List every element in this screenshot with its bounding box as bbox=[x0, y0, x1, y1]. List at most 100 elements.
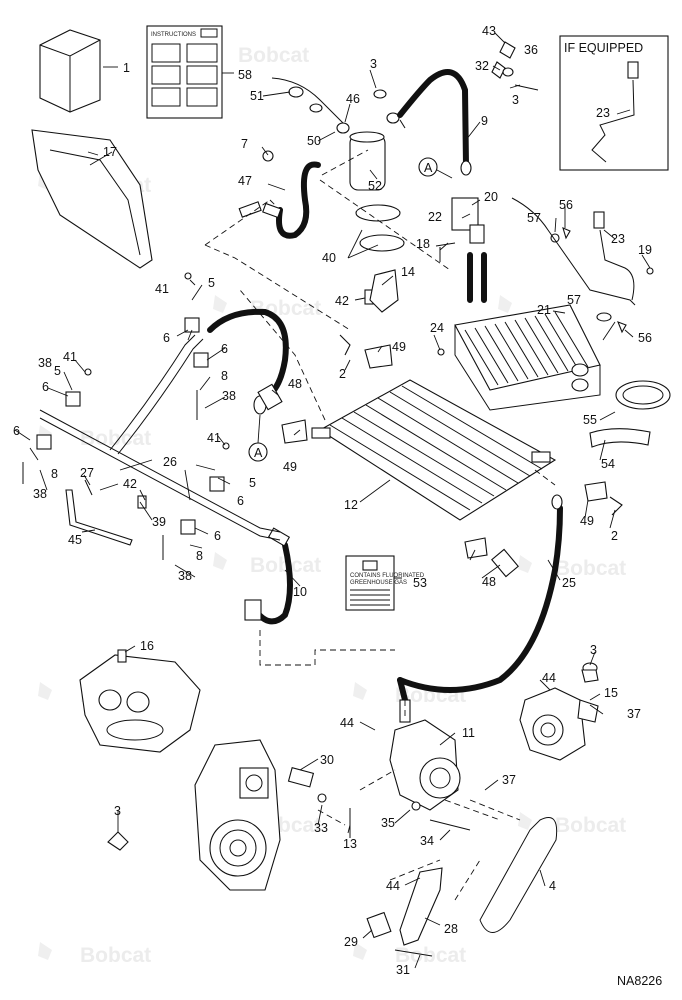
callout-34: 34 bbox=[420, 834, 434, 848]
watermark: Bobcat bbox=[555, 814, 626, 837]
callout-numbers: 1 58 3 51 46 43 36 32 3 9 7 50 52 47 17 … bbox=[13, 24, 652, 977]
callout-23: 23 bbox=[611, 232, 625, 246]
connection-markers: A A bbox=[248, 157, 453, 462]
callout-22: 22 bbox=[428, 210, 442, 224]
callout-3c: 3 bbox=[590, 643, 597, 657]
watermark: Bobcat bbox=[80, 944, 151, 967]
part-4-belt bbox=[479, 817, 558, 933]
callout-6b: 6 bbox=[221, 342, 228, 356]
callout-8b: 8 bbox=[51, 467, 58, 481]
callout-37b: 37 bbox=[502, 773, 516, 787]
callout-11: 11 bbox=[462, 726, 475, 740]
callout-44: 44 bbox=[542, 671, 556, 685]
callout-6e: 6 bbox=[237, 494, 244, 508]
callout-3: 3 bbox=[370, 57, 377, 71]
callout-49: 49 bbox=[392, 340, 406, 354]
callout-44c: 44 bbox=[386, 879, 400, 893]
callout-25: 25 bbox=[562, 576, 576, 590]
part-12-condenser bbox=[311, 379, 557, 521]
routing-dashed-lines bbox=[204, 149, 556, 901]
part-57-56 bbox=[511, 197, 636, 334]
part-21-evaporator bbox=[454, 252, 601, 411]
callout-38: 38 bbox=[222, 389, 236, 403]
callout-18: 18 bbox=[416, 237, 430, 251]
callout-6f: 6 bbox=[214, 529, 221, 543]
callout-15: 15 bbox=[604, 686, 618, 700]
callout-56: 56 bbox=[559, 198, 573, 212]
callout-8c: 8 bbox=[196, 549, 203, 563]
callout-9: 9 bbox=[481, 114, 488, 128]
part-53-decal: CONTAINS FLUORINATED GREENHOUSE GAS bbox=[345, 555, 425, 611]
part-25-hose bbox=[397, 494, 563, 703]
part-55-54-seals bbox=[589, 380, 671, 448]
callout-6d: 6 bbox=[13, 424, 20, 438]
part-6-clamps bbox=[36, 317, 225, 535]
callout-1: 1 bbox=[123, 61, 130, 75]
callout-4: 4 bbox=[549, 879, 556, 893]
part-36-bracket bbox=[491, 41, 539, 91]
callout-20: 20 bbox=[484, 190, 498, 204]
callout-5b: 5 bbox=[54, 364, 61, 378]
engine-block bbox=[194, 739, 327, 891]
callout-7: 7 bbox=[241, 137, 248, 151]
callout-32: 32 bbox=[475, 59, 489, 73]
part-3-clip bbox=[107, 669, 599, 851]
callout-28: 28 bbox=[444, 922, 458, 936]
callout-8: 8 bbox=[221, 369, 228, 383]
callout-42: 42 bbox=[335, 294, 349, 308]
callout-43: 43 bbox=[482, 24, 496, 38]
callout-57: 57 bbox=[527, 211, 541, 225]
watermark: Bobcat bbox=[555, 557, 626, 580]
callout-5c: 5 bbox=[249, 476, 256, 490]
callout-6: 6 bbox=[163, 331, 170, 345]
callout-56b: 56 bbox=[638, 331, 652, 345]
callout-29: 29 bbox=[344, 935, 358, 949]
callout-53: 53 bbox=[413, 576, 427, 590]
part-26-tube bbox=[39, 334, 281, 541]
part-10-hose bbox=[244, 527, 293, 625]
part-58-instructions: INSTRUCTIONS bbox=[146, 25, 234, 119]
watermark: Bobcat bbox=[250, 554, 321, 577]
callout-38b: 38 bbox=[33, 487, 47, 501]
callout-41: 41 bbox=[155, 282, 169, 296]
receiver-drier-group bbox=[271, 77, 406, 252]
callout-12: 12 bbox=[344, 498, 358, 512]
part-15-compressor bbox=[519, 662, 599, 761]
callout-33: 33 bbox=[314, 821, 328, 835]
callout-17: 17 bbox=[103, 145, 117, 159]
callout-44b: 44 bbox=[340, 716, 354, 730]
callout-31: 31 bbox=[396, 963, 410, 977]
watermark: Bobcat bbox=[80, 427, 151, 450]
callout-38d: 38 bbox=[38, 356, 52, 370]
callout-58: 58 bbox=[238, 68, 252, 82]
part-17-cover bbox=[31, 129, 153, 269]
callout-49b: 49 bbox=[283, 460, 297, 474]
callout-10: 10 bbox=[293, 585, 307, 599]
part-22-valve bbox=[435, 197, 485, 247]
callout-51: 51 bbox=[250, 89, 264, 103]
part-28-bracket bbox=[366, 867, 443, 957]
callout-23-box: 23 bbox=[596, 106, 610, 120]
callout-26: 26 bbox=[163, 455, 177, 469]
if-equipped-box: IF EQUIPPED bbox=[559, 35, 669, 171]
callout-14: 14 bbox=[401, 265, 415, 279]
callout-leaders bbox=[14, 32, 651, 969]
callout-54: 54 bbox=[601, 457, 615, 471]
callout-35: 35 bbox=[381, 816, 395, 830]
callout-2b: 2 bbox=[611, 529, 618, 543]
hardware-bolts bbox=[22, 89, 654, 838]
callout-48b: 48 bbox=[482, 575, 496, 589]
watermark: Bobcat bbox=[238, 44, 309, 67]
callout-46: 46 bbox=[346, 92, 360, 106]
callout-48: 48 bbox=[288, 377, 302, 391]
callout-6c: 6 bbox=[42, 380, 49, 394]
callout-52: 52 bbox=[368, 179, 382, 193]
callout-49c: 49 bbox=[580, 514, 594, 528]
callout-39: 39 bbox=[152, 515, 166, 529]
callout-41b: 41 bbox=[63, 350, 77, 364]
callout-41c: 41 bbox=[207, 431, 221, 445]
marker-a-left: A bbox=[254, 446, 263, 460]
part-9-hose bbox=[397, 69, 472, 176]
callout-30: 30 bbox=[320, 753, 334, 767]
